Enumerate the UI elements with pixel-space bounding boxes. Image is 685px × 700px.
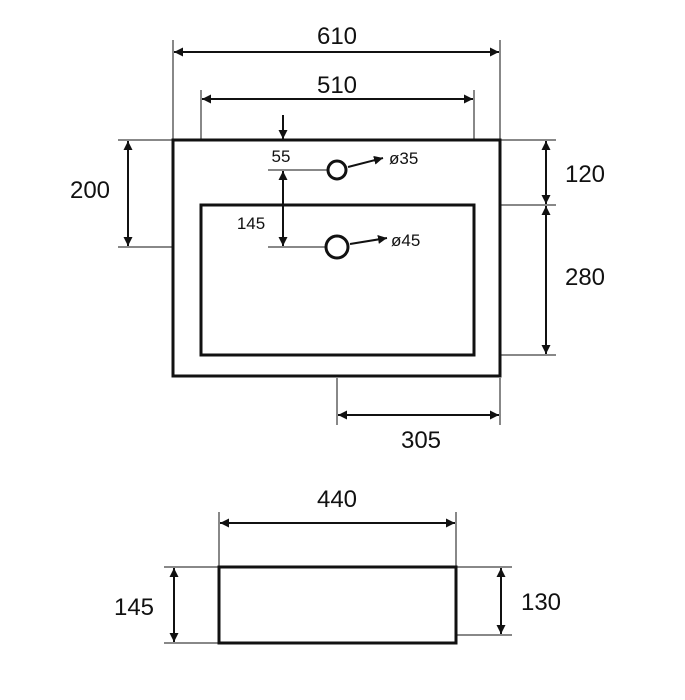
label-120: 120: [565, 161, 605, 188]
bowl-outline: [199, 203, 476, 357]
tap-hole: [326, 159, 348, 181]
label-130: 130: [521, 589, 561, 616]
label-145-top: 145: [237, 214, 265, 233]
label-610: 610: [317, 23, 357, 50]
front-view: 440 145 130: [114, 486, 561, 645]
label-55: 55: [272, 147, 291, 166]
label-305: 305: [401, 427, 441, 454]
label-tap-diameter: ø35: [389, 149, 418, 168]
label-200: 200: [70, 177, 110, 204]
label-drain-diameter: ø45: [391, 231, 420, 250]
tap-hole-leader: [347, 155, 384, 168]
drain-hole-leader: [349, 234, 388, 245]
basin-outline: [171, 138, 502, 378]
drain-hole: [324, 234, 350, 260]
top-view: 610 510 55 ø35 145 ø45 200 120: [70, 23, 605, 454]
label-510: 510: [317, 72, 357, 99]
label-440: 440: [317, 486, 357, 513]
label-145-front: 145: [114, 594, 154, 621]
label-280: 280: [565, 264, 605, 291]
front-outline: [217, 565, 458, 645]
